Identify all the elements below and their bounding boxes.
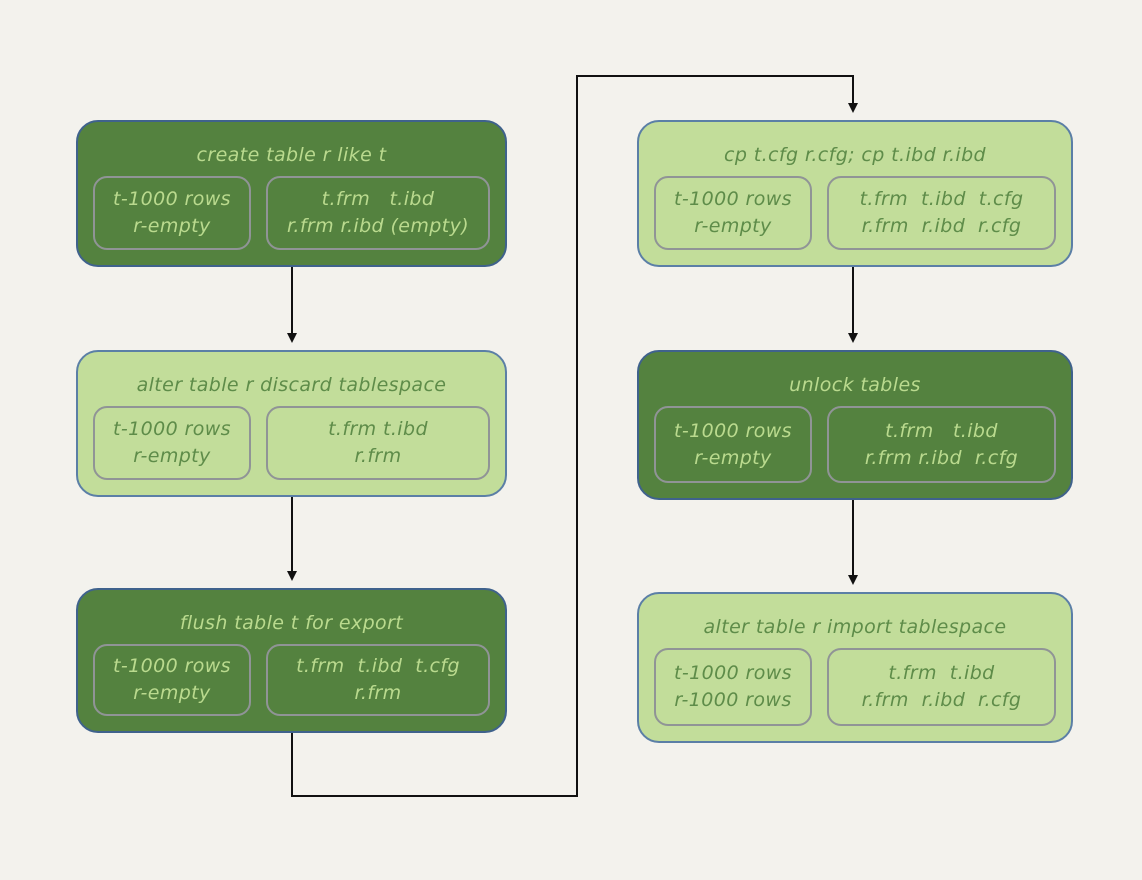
state-line: r-empty [133,445,211,467]
state-line: r-empty [133,682,211,704]
files-box: t.frm t.ibd r.frm r.ibd (empty) [266,176,490,250]
state-line: t-1000 rows [674,419,792,442]
state-line: t-1000 rows [113,655,231,677]
state-box: t-1000 rows r-empty [93,176,251,250]
files-line: r.frm r.ibd r.cfg [861,215,1022,237]
files-line: r.frm r.ibd r.cfg [861,689,1022,711]
state-box: t-1000 rows r-empty [654,406,812,483]
files-line: r.frm r.ibd (empty) [286,215,470,237]
files-line: t.frm t.ibd [328,418,428,440]
node-title: create table r like t [196,144,387,166]
state-box: t-1000 rows r-empty [93,406,251,480]
files-line: r.frm r.ibd r.cfg [864,446,1019,469]
node-discard-tablespace: alter table r discard tablespace t-1000 … [76,350,507,497]
state-line: t-1000 rows [674,662,792,684]
files-line: r.frm [354,445,402,467]
state-line: r-empty [694,215,772,237]
node-title: alter table r import tablespace [703,616,1007,638]
files-line: t.frm t.ibd [321,188,435,210]
files-line: t.frm t.ibd [885,419,998,442]
node-title: unlock tables [789,374,921,396]
files-line: t.frm t.ibd t.cfg [859,188,1024,210]
files-box: t.frm t.ibd r.frm [266,406,490,480]
node-title: cp t.cfg r.cfg; cp t.ibd r.ibd [724,144,986,166]
node-title: flush table t for export [179,612,404,634]
node-flush-table: flush table t for export t-1000 rows r-e… [76,588,507,733]
state-line: r-empty [694,446,772,469]
files-box: t.frm t.ibd t.cfg r.frm [266,644,490,716]
files-line: t.frm t.ibd [888,662,995,684]
state-line: t-1000 rows [113,188,231,210]
state-line: r-1000 rows [674,689,792,711]
files-line: r.frm [354,682,402,704]
files-box: t.frm t.ibd r.frm r.ibd r.cfg [827,648,1056,726]
state-box: t-1000 rows r-empty [654,176,812,250]
node-create-table: create table r like t t-1000 rows r-empt… [76,120,507,267]
state-line: r-empty [133,215,211,237]
files-box: t.frm t.ibd r.frm r.ibd r.cfg [827,406,1056,483]
files-line: t.frm t.ibd t.cfg [296,655,460,677]
node-unlock-tables: unlock tables t-1000 rows r-empty t.frm … [637,350,1073,500]
node-copy-files: cp t.cfg r.cfg; cp t.ibd r.ibd t-1000 ro… [637,120,1073,267]
node-import-tablespace: alter table r import tablespace t-1000 r… [637,592,1073,743]
state-line: t-1000 rows [113,418,231,440]
node-title: alter table r discard tablespace [136,374,447,396]
files-box: t.frm t.ibd t.cfg r.frm r.ibd r.cfg [827,176,1056,250]
state-box: t-1000 rows r-empty [93,644,251,716]
state-line: t-1000 rows [674,188,792,210]
state-box: t-1000 rows r-1000 rows [654,648,812,726]
